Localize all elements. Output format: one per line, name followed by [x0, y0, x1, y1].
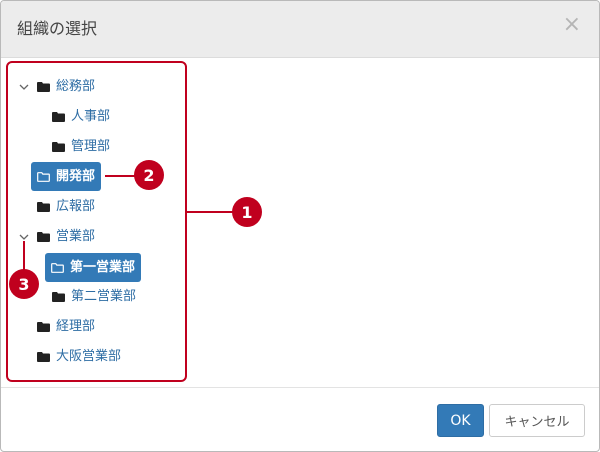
- tree-node-eigyobu[interactable]: 営業部: [37, 223, 95, 251]
- tree-node-label: 人事部: [71, 109, 111, 124]
- tree-node-jinjibu[interactable]: 人事部: [52, 103, 110, 131]
- folder-icon: [37, 352, 50, 362]
- tree-node-label: 広報部: [56, 199, 96, 214]
- chevron-down-icon[interactable]: [18, 81, 30, 93]
- callout-2-line: [105, 175, 135, 177]
- callout-badge-2: 2: [134, 160, 164, 190]
- folder-outline-icon: [37, 171, 50, 182]
- tree-node-daini-eigyobu[interactable]: 第二営業部: [52, 283, 136, 311]
- callout-3-line: [23, 241, 25, 271]
- folder-icon: [52, 142, 65, 152]
- dialog-footer: OK キャンセル: [1, 387, 599, 451]
- tree-node-label: 総務部: [56, 79, 96, 94]
- tree-node-somubu[interactable]: 総務部: [37, 73, 95, 101]
- dialog-title: 組織の選択: [17, 19, 98, 38]
- tree-node-daiichi-eigyobu-selected[interactable]: 第一営業部: [45, 253, 142, 282]
- tree-node-label: 営業部: [56, 229, 96, 244]
- callout-badge-1: 1: [232, 197, 262, 227]
- folder-icon: [37, 232, 50, 242]
- tree-node-osaka-eigyobu[interactable]: 大阪営業部: [37, 343, 121, 371]
- tree-node-label: 第一営業部: [70, 259, 136, 275]
- tree-node-keiribu[interactable]: 経理部: [37, 313, 95, 341]
- folder-icon: [52, 292, 65, 302]
- folder-outline-icon: [51, 262, 64, 273]
- dialog-header: 組織の選択 ×: [1, 1, 599, 58]
- tree-node-kaihatsubu-selected[interactable]: 開発部: [31, 162, 102, 191]
- chevron-down-icon[interactable]: [18, 231, 30, 243]
- folder-icon: [37, 322, 50, 332]
- tree-node-kanribu[interactable]: 管理部: [52, 133, 110, 161]
- folder-icon: [52, 112, 65, 122]
- callout-1-line: [187, 211, 233, 213]
- tree-node-label: 開発部: [56, 168, 96, 184]
- folder-icon: [37, 202, 50, 212]
- callout-badge-3: 3: [9, 269, 39, 299]
- ok-button[interactable]: OK: [437, 404, 484, 437]
- cancel-button[interactable]: キャンセル: [489, 404, 585, 437]
- tree-node-label: 管理部: [71, 139, 111, 154]
- close-icon[interactable]: ×: [562, 12, 581, 37]
- tree-node-label: 第二営業部: [71, 289, 137, 304]
- tree-node-label: 大阪営業部: [56, 349, 122, 364]
- folder-icon: [37, 82, 50, 92]
- tree-node-kohobu[interactable]: 広報部: [37, 193, 95, 221]
- organization-tree: [6, 61, 187, 382]
- tree-node-label: 経理部: [56, 319, 96, 334]
